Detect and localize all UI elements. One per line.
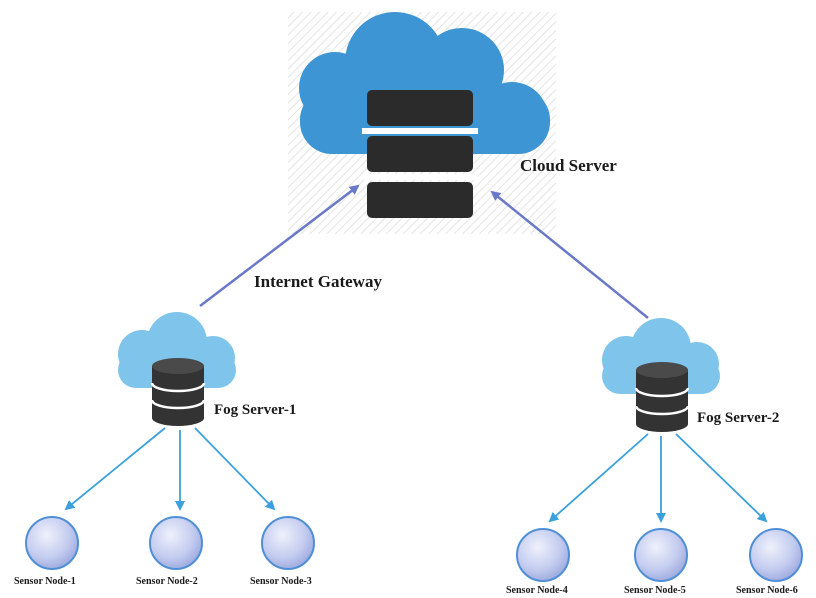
fog-server-2-label: Fog Server-2: [697, 410, 780, 426]
sensor-node-1-label: Sensor Node-1: [14, 576, 76, 587]
fog2-uplink-arrow: [490, 190, 649, 319]
sensor-node-6-label: Sensor Node-6: [736, 585, 798, 596]
fog-2-database-icon: [634, 362, 690, 432]
sensor-node-5-icon: [634, 528, 688, 582]
fog-1-database-icon: [150, 358, 206, 426]
fog1-to-sensor3-arrow: [194, 427, 276, 511]
fog1-to-sensor1-arrow: [64, 427, 166, 511]
sensor-node-3-label: Sensor Node-3: [250, 576, 312, 587]
sensor-node-6-icon: [749, 528, 803, 582]
fog-server-1-label: Fog Server-1: [214, 402, 297, 418]
sensor-node-2-label: Sensor Node-2: [136, 576, 198, 587]
fog1-uplink-arrow: [199, 184, 360, 307]
sensor-node-3-icon: [261, 516, 315, 570]
cloud-server-icon: [299, 12, 550, 218]
cloud-server-label: Cloud Server: [520, 156, 617, 175]
sensor-node-5-label: Sensor Node-5: [624, 585, 686, 596]
fog2-to-sensor4-arrow: [548, 433, 649, 523]
sensor-node-4-label: Sensor Node-4: [506, 585, 568, 596]
fog2-to-sensor6-arrow: [675, 433, 768, 523]
internet-gateway-label: Internet Gateway: [254, 272, 382, 291]
sensor-node-1-icon: [25, 516, 79, 570]
fog-server-2-icon: [602, 318, 720, 432]
sensor-node-2-icon: [149, 516, 203, 570]
fog-server-1-icon: [118, 312, 236, 426]
sensor-node-4-icon: [516, 528, 570, 582]
